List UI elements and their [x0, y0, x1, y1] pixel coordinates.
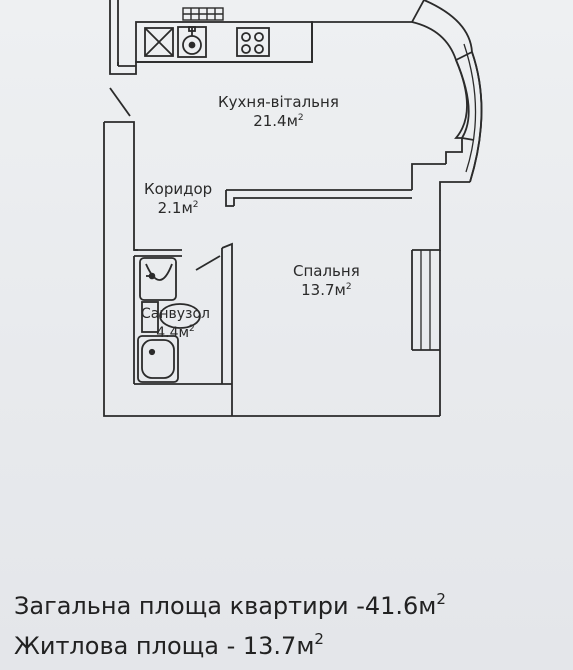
bathroom-walls [133, 242, 233, 416]
entry-door [109, 87, 131, 117]
left-wall [103, 121, 440, 417]
partition-wall [225, 189, 412, 207]
bedroom-label: Спальня 13.7м2 [293, 262, 360, 300]
top-wall [109, 0, 425, 75]
living-area-line: Житлова площа - 13.7м2 [14, 630, 324, 661]
stove-icon [236, 27, 270, 57]
right-window [411, 250, 441, 416]
bedroom-name: Спальня [293, 262, 360, 280]
toilet-icon [141, 301, 201, 333]
corridor-area: 2.1м2 [157, 199, 199, 217]
kitchen-name: Кухня-вітальня [218, 93, 339, 111]
corridor-label: Коридор 2.1м2 [144, 180, 212, 218]
bedroom-area: 13.7м2 [301, 281, 352, 299]
total-area-line: Загальна площа квартири -41.6м2 [14, 590, 446, 621]
kitchen-area: 21.4м2 [253, 112, 304, 130]
cabinet-cross-icon [144, 27, 174, 57]
bay-window [411, 0, 483, 251]
kitchen-sink-icon [177, 26, 207, 58]
bathroom-name: Санвузол [141, 306, 211, 322]
bathroom-label: Санвузол 4.4м2 [141, 305, 210, 343]
bathtub-icon [137, 335, 179, 383]
corridor-name: Коридор [144, 180, 213, 198]
bathroom-area: 4.4м2 [156, 324, 195, 342]
washbasin-icon [139, 257, 177, 301]
kitchen-counter [135, 21, 313, 63]
kitchen-label: Кухня-вітальня 21.4м2 [218, 93, 339, 131]
top-window-grid [182, 7, 224, 21]
